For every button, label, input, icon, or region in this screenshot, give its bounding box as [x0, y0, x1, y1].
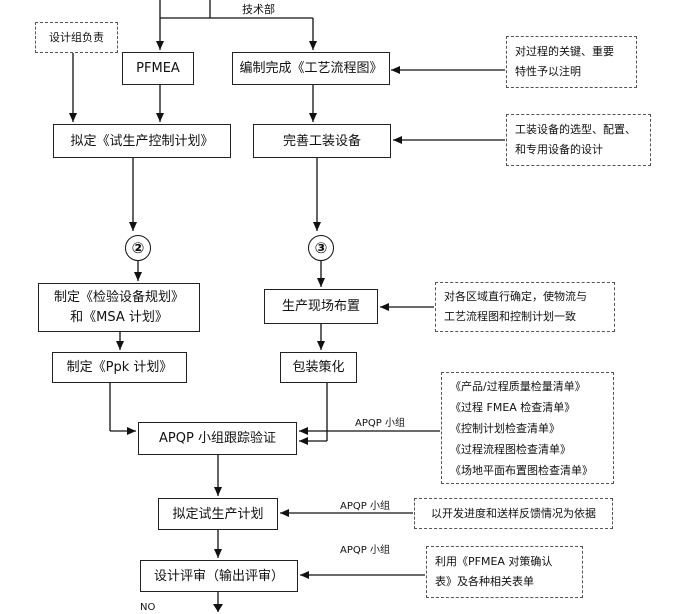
circle-3: ③ [308, 235, 334, 261]
pfmea-text: PFMEA [136, 61, 180, 76]
trial-production-plan-box: 拟定试生产计划 [158, 498, 278, 530]
tooling-selection-note: 工装设备的选型、配置、 和专用设备的设计 [506, 114, 651, 166]
process-flow-box: 编制完成《工艺流程图》 [232, 52, 390, 85]
ppk-plan-box: 制定《Ppk 计划》 [52, 352, 187, 383]
apqp-track-text: APQP 小组跟踪验证 [159, 431, 276, 446]
tooling-text: 完善工装设备 [282, 133, 361, 149]
design-review-text: 设计评审（输出评审） [153, 568, 284, 584]
apqp-label-1: APQP 小组 [355, 418, 405, 429]
process-flow-text: 编制完成《工艺流程图》 [239, 61, 383, 76]
pfmea-use-line2: 表》及各种相关表单 [435, 575, 534, 588]
site-layout-text: 生产现场布置 [281, 299, 360, 314]
circle-2-text: ② [131, 239, 145, 257]
key-characteristics-line1: 对过程的关键、重要 [515, 45, 614, 58]
tech-dept-label: 技术部 [242, 3, 275, 16]
area-confirm-note: 对各区域直行确定，使物流与 工艺流程图和控制计划一致 [435, 282, 615, 332]
circle-3-text: ③ [314, 239, 328, 257]
checklist-item-4: 《过程流程图检查清单》 [450, 442, 571, 456]
pfmea-use-note: 利用《PFMEA 对策确认 表》及各种相关表单 [426, 546, 583, 598]
arrow-review-down-head [213, 604, 223, 612]
checklist-item-5: 《场地平面布置图检查清单》 [450, 463, 593, 477]
inspection-plan-box: 制定《检验设备规划》 和《MSA 计划》 [38, 283, 200, 332]
ppk-plan-text: 制定《Ppk 计划》 [66, 360, 173, 375]
apqp-label-3: APQP 小组 [340, 545, 390, 556]
checklist-item-3: 《控制计划检查清单》 [450, 421, 560, 435]
pfmea-use-line1: 利用《PFMEA 对策确认 [435, 555, 553, 568]
design-group-text: 设计组负责 [49, 30, 104, 44]
packaging-text: 包装策化 [292, 360, 345, 375]
site-layout-box: 生产现场布置 [264, 289, 378, 324]
tooling-selection-line2: 和专用设备的设计 [515, 143, 603, 156]
key-characteristics-note: 对过程的关键、重要 特性予以注明 [506, 36, 637, 88]
checklist-item-2: 《过程 FMEA 检查清单》 [450, 400, 576, 414]
progress-basis-note: 以开发进度和送样反馈情况为依据 [414, 498, 613, 529]
area-confirm-line2: 工艺流程图和控制计划一致 [444, 310, 576, 323]
design-group-note: 设计组负责 [35, 22, 118, 53]
checklist-item-1: 《产品/过程质量检量清单》 [450, 379, 586, 393]
pfmea-box: PFMEA [122, 52, 194, 85]
packaging-box: 包装策化 [280, 352, 357, 383]
apqp-label-2: APQP 小组 [340, 501, 390, 512]
trial-control-plan-box: 拟定《试生产控制计划》 [53, 124, 231, 158]
apqp-track-box: APQP 小组跟踪验证 [138, 422, 297, 455]
key-characteristics-line2: 特性予以注明 [515, 65, 581, 78]
inspection-plan-line1: 制定《检验设备规划》 [53, 289, 184, 305]
trial-control-plan-text: 拟定《试生产控制计划》 [70, 133, 214, 149]
no-label: NO [140, 602, 156, 613]
circle-2: ② [125, 235, 151, 261]
trial-production-plan-text: 拟定试生产计划 [172, 506, 264, 522]
area-confirm-line1: 对各区域直行确定，使物流与 [444, 290, 587, 303]
progress-basis-text: 以开发进度和送样反馈情况为依据 [431, 506, 596, 520]
checklists-note: 《产品/过程质量检量清单》 《过程 FMEA 检查清单》 《控制计划检查清单》 … [441, 372, 614, 484]
tooling-box: 完善工装设备 [253, 124, 391, 158]
tooling-selection-line1: 工装设备的选型、配置、 [515, 123, 636, 136]
design-review-box: 设计评审（输出评审） [140, 560, 298, 592]
inspection-plan-line2: 和《MSA 计划》 [70, 309, 168, 325]
